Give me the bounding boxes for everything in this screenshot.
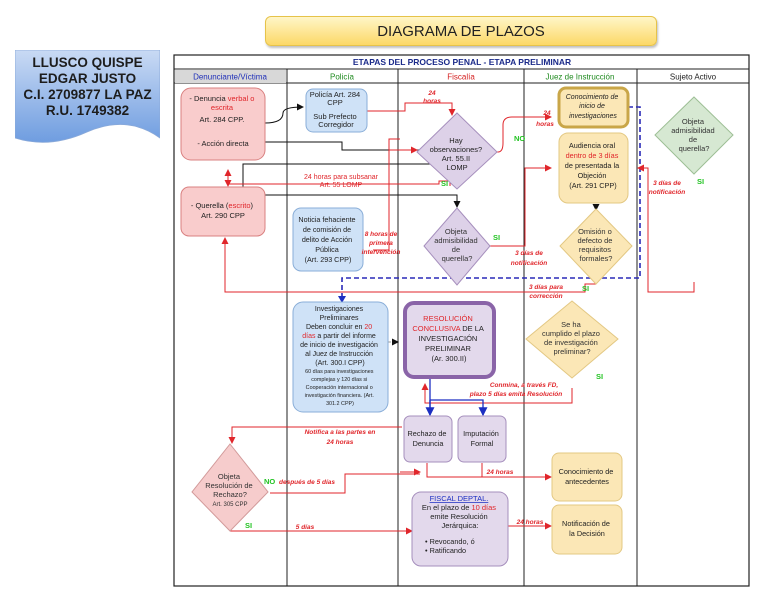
id-line: C.I. 2709877 LA PAZ bbox=[23, 87, 152, 102]
svg-text:Objeta admisibilidad: Objeta admisibilidad de querella? bbox=[434, 227, 479, 263]
label-despues-5-dias: después de 5 días bbox=[279, 479, 335, 486]
label-conmina: Conmina, a través FD,plazo 5 días emita … bbox=[469, 382, 562, 398]
policia-node[interactable]: Policía Art. 284 CPP Sub Prefecto Correg… bbox=[305, 88, 368, 133]
label-si-objeta-sujeto: SI bbox=[697, 177, 704, 186]
svg-text:Imputación Formal: Imputación Formal bbox=[463, 429, 501, 448]
svg-text:Omisión o defecto de: Omisión o defecto de requisitos formales… bbox=[577, 227, 614, 263]
label-24-horas-antecedentes: 24 horas bbox=[486, 469, 514, 476]
svg-text:60 días para investigaciones: 60 días para investigaciones complejas y… bbox=[305, 369, 376, 407]
label-no-observaciones: NO bbox=[514, 134, 525, 143]
svg-text:- Denuncia verbal o escr: - Denuncia verbal o escrita Art. 284 CPP… bbox=[189, 94, 256, 148]
svg-text:FISCAL DEPTAL. En el pla: FISCAL DEPTAL. En el plazo de 10 días em… bbox=[422, 494, 498, 530]
name-line: LLUSCO QUISPE bbox=[32, 55, 143, 70]
denuncia-node[interactable]: - Denuncia verbal o escrita Art. 284 CPP… bbox=[180, 87, 266, 161]
svg-text:Investigaciones Prelimin: Investigaciones Preliminares Deben concl… bbox=[300, 306, 380, 367]
audiencia-oral-node[interactable]: Audiencia oral dentro de 3 días de prese… bbox=[558, 132, 629, 204]
column-header-policia: Policía bbox=[330, 73, 355, 82]
fiscal-deptal-node[interactable]: FISCAL DEPTAL. En el plazo de 10 días em… bbox=[411, 491, 509, 567]
imputacion-formal-node[interactable]: Imputación Formal bbox=[457, 415, 507, 463]
svg-text:• Revocando, ó • Ratif: • Revocando, ó • Ratificando bbox=[425, 537, 477, 555]
label-si-observaciones: SI bbox=[441, 179, 448, 188]
hay-observaciones-decision[interactable]: Hay observaciones? Art. 55.II LOMP bbox=[416, 112, 498, 190]
svg-text:Audiencia oral dentro de: Audiencia oral dentro de 3 días de prese… bbox=[565, 141, 621, 190]
svg-text:Se ha cumplido el plazo: Se ha cumplido el plazo de investigación… bbox=[542, 320, 602, 356]
dashed-arrowhead bbox=[338, 296, 346, 303]
blue-connectors bbox=[425, 378, 488, 417]
column-header-bg bbox=[175, 70, 286, 83]
title-text: DIAGRAMA DE PLAZOS bbox=[377, 22, 545, 40]
label-si-plazo: SI bbox=[596, 372, 603, 381]
svg-text:Noticia fehaciente de co: Noticia fehaciente de comisión de delito… bbox=[298, 215, 357, 264]
label-si-omision: SI bbox=[582, 284, 589, 293]
table-heading: ETAPAS DEL PROCESO PENAL - ETAPA PRELIMI… bbox=[353, 57, 571, 67]
label-24-horas-notificacion: 24 horas bbox=[516, 519, 544, 526]
svg-text:Notificación de la Decis: Notificación de la Decisión bbox=[562, 519, 612, 538]
omision-defecto-decision[interactable]: Omisión o defecto de requisitos formales… bbox=[559, 208, 633, 285]
objeta-rechazo-decision[interactable]: Objeta Resolución de Rechazo? Art. 305 C… bbox=[191, 443, 269, 532]
svg-text:RESOLUCIÓN CONCLUSIVA DE: RESOLUCIÓN CONCLUSIVA DE LA INVESTIGACIÓ… bbox=[412, 314, 485, 363]
label-5-dias: 5 días bbox=[296, 524, 315, 531]
label-si-rechazo: SI bbox=[245, 521, 252, 530]
student-name-card: LLUSCO QUISPE EDGAR JUSTO C.I. 2709877 L… bbox=[15, 50, 160, 146]
conocimiento-inicio-node[interactable]: Conocimiento de inicio de investigacione… bbox=[557, 86, 630, 129]
name-line: EDGAR JUSTO bbox=[38, 71, 137, 86]
red-connectors bbox=[221, 102, 695, 535]
column-header-fiscalia: Fiscalía bbox=[447, 73, 475, 82]
column-header-denunciante: Denunciante/Víctima bbox=[193, 73, 267, 82]
svg-text:Objeta Resolución de: Objeta Resolución de Rechazo? bbox=[205, 472, 255, 499]
svg-text:Conocimiento de inicio d: Conocimiento de inicio de investigacione… bbox=[566, 94, 620, 120]
objeta-admisibilidad-fiscal-decision[interactable]: Objeta admisibilidad de querella? bbox=[423, 207, 491, 286]
plazo-cumplido-decision[interactable]: Se ha cumplido el plazo de investigación… bbox=[525, 300, 619, 379]
rechazo-denuncia-node[interactable]: Rechazo de Denuncia bbox=[403, 415, 453, 463]
ru-line: R.U. 1749382 bbox=[45, 103, 130, 118]
objeta-admisibilidad-sujeto-decision[interactable]: Objeta admisibilidad de querella? bbox=[654, 96, 734, 175]
querella-node[interactable]: - Querella (escrito) Art. 290 CPP bbox=[180, 186, 266, 237]
notificacion-decision-node[interactable]: Notificación de la Decisión bbox=[551, 504, 623, 555]
svg-text:Policía Art. 284 CPP: Policía Art. 284 CPP Sub Prefecto Correg… bbox=[310, 90, 363, 129]
column-header-sujeto: Sujeto Activo bbox=[670, 73, 717, 82]
name-card-shape bbox=[15, 50, 160, 143]
investigaciones-node[interactable]: Investigaciones Preliminares Deben concl… bbox=[292, 301, 389, 413]
conocimiento-antecedentes-node[interactable]: Conocimiento de antecedentes bbox=[551, 452, 623, 502]
diagram-title: DIAGRAMA DE PLAZOS bbox=[265, 16, 657, 46]
svg-text:Art. 305 CPP: Art. 305 CPP bbox=[212, 502, 247, 508]
swimlane-table bbox=[173, 54, 750, 587]
label-si-objeta-fiscal: SI bbox=[493, 233, 500, 242]
svg-text:- Querella (escrito) Art: - Querella (escrito) Art. 290 CPP bbox=[191, 201, 255, 220]
column-header-juez: Juez de Instrucción bbox=[546, 73, 615, 82]
noticia-node[interactable]: Noticia fehaciente de comisión de delito… bbox=[292, 207, 364, 272]
label-no-rechazo: NO bbox=[264, 477, 275, 486]
svg-text:Conocimiento de antecede: Conocimiento de antecedentes bbox=[559, 467, 616, 486]
svg-text:Hay observaciones?: Hay observaciones? Art. 55.II LOMP bbox=[430, 136, 485, 172]
svg-text:Rechazo de Denuncia: Rechazo de Denuncia bbox=[408, 429, 449, 448]
resolucion-conclusiva-node[interactable]: RESOLUCIÓN CONCLUSIVA DE LA INVESTIGACIÓ… bbox=[403, 301, 496, 379]
svg-text:Objeta admisibilidad: Objeta admisibilidad de querella? bbox=[671, 117, 716, 153]
dashed-connector bbox=[341, 106, 641, 298]
